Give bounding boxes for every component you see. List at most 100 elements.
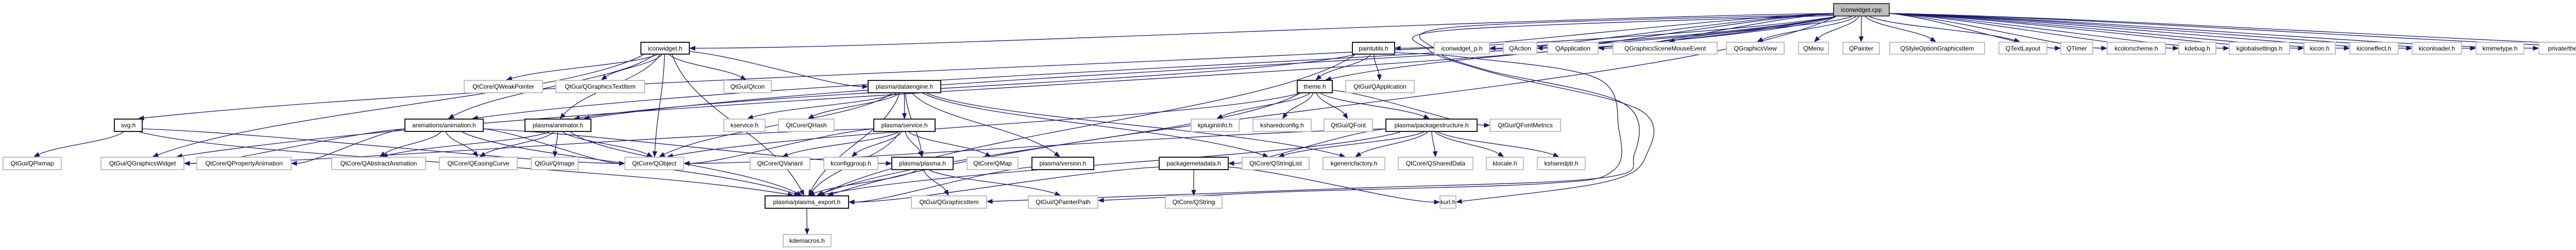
edge-plasma-service-h-to-qtcore-qmap: [908, 131, 987, 155]
node-ksharedptr-h: ksharedptr.h: [1537, 157, 1586, 170]
edge-animations-animation-h-to-qtcore-qabstractanimation: [383, 131, 442, 155]
node-label: iconwidget.cpp: [1841, 6, 1882, 13]
edge-plasma-dataengine-h-to-qtcore-qhash: [812, 93, 900, 117]
node-paintutils-h[interactable]: paintutils.h: [1352, 42, 1395, 55]
edge-plasma-animator-h-to-qtcore-qabstractanimation: [386, 131, 549, 156]
node-label: QtCore/QMap: [973, 160, 1012, 167]
node-kconfiggroup-h: kconfiggroup.h: [823, 157, 878, 170]
node-qtgui-qpixmap: QtGui/QPixmap: [3, 157, 62, 170]
node-label: QtCore/QEasingCurve: [447, 160, 510, 167]
arrowhead-packagemetadata-h-to-plasma-plasma-export-h: [848, 199, 855, 205]
arrowhead-animations-animation-h-to-qtcore-qpropertyanimation: [291, 161, 297, 166]
node-private-themedwidgetinterface-p-h: private/themedwidgetinterface_p.h: [2538, 42, 2576, 55]
node-label: kservice.h: [730, 122, 759, 129]
edge-iconwidget-cpp-to-qtextlayout: [1869, 16, 2015, 41]
node-kcolorscheme-h: kcolorscheme.h: [2107, 42, 2166, 55]
node-label: QtGui/QGraphicsItem: [919, 198, 979, 206]
edge-theme-h-to-kplugininfo-h: [1221, 93, 1310, 117]
arrowhead-iconwidget-cpp-to-qpainter: [1858, 36, 1864, 43]
node-plasma-plasma-h[interactable]: plasma/plasma.h: [891, 157, 954, 170]
edge-svg-h-to-qtgui-qpixmap: [38, 131, 124, 155]
node-qtextlayout: QTextLayout: [1998, 42, 2047, 55]
node-label: QGraphicsView: [1734, 44, 1777, 52]
node-plasma-packagestructure-h[interactable]: plasma/packagestructure.h: [1385, 119, 1478, 132]
node-kiconloader-h: kiconloader.h: [2412, 42, 2462, 55]
node-kurl-h: kurl.h: [1439, 195, 1456, 209]
node-qtcore-qshareddata: QtCore/QSharedData: [1398, 157, 1473, 170]
node-packagemetadata-h[interactable]: packagemetadata.h: [1159, 157, 1229, 170]
node-label: kiconloader.h: [2418, 44, 2455, 52]
node-label: QtCore/QString: [1172, 198, 1215, 206]
arrowhead-plasma-packagestructure-h-to-qtcore-qobject: [683, 161, 690, 166]
edge-plasma-packagestructure-h-to-plasma-plasma-export-h: [823, 131, 1401, 195]
edge-iconwidget-h-to-qtcore-qweakpointer: [511, 54, 657, 79]
edge-plasma-animator-h-to-qtcore-qobject: [562, 131, 649, 155]
node-label: private/themedwidgetinterface_p.h: [2548, 44, 2576, 52]
node-qtgui-qpainterpath: QtGui/QPainterPath: [1028, 195, 1098, 209]
edge-iconwidget-cpp-to-kmimetype-h: [1889, 13, 2471, 49]
node-qtcore-qobject: QtCore/QObject: [624, 157, 684, 170]
node-label: kglobalsettings.h: [2236, 44, 2283, 52]
arrowhead-paintutils-h-to-theme-h: [1315, 74, 1322, 80]
node-qtcore-qpropertyanimation: QtCore/QPropertyAnimation: [196, 157, 292, 170]
edge-plasma-service-h-to-kconfiggroup-h: [855, 131, 902, 154]
arrowhead-plasma-packagestructure-h-to-qtcore-qshareddata: [1432, 151, 1438, 158]
node-label: kplugininfo.h: [1197, 122, 1233, 129]
node-label: svg.h: [121, 122, 136, 129]
node-label: ksharedconfig.h: [1260, 122, 1304, 129]
node-label: QApplication: [1555, 44, 1591, 52]
edge-plasma-plasma-h-to-qtgui-qgraphicsitem: [923, 170, 947, 192]
edge-iconwidget-cpp-to-plasma-animator-h: [588, 16, 1837, 119]
node-iconwidget-p-h: iconwidget_p.h: [1434, 42, 1490, 55]
node-label: QtCore/QVariant: [757, 160, 803, 167]
edge-iconwidget-cpp-to-private-themedwidgetinterface-p-h: [1889, 13, 2534, 49]
arrowhead-iconwidget-cpp-to-qstyleoptiongraphicsitem: [1929, 37, 1937, 42]
edge-animations-animation-h-to-qtcore-qobject: [483, 128, 620, 164]
edge-iconwidget-cpp-to-kiconeffect-h: [1889, 13, 2345, 49]
node-animations-animation-h[interactable]: animations/animation.h: [404, 119, 484, 132]
node-plasma-version-h[interactable]: plasma/version.h: [1031, 157, 1094, 170]
node-label: kiconeffect.h: [2357, 44, 2392, 52]
node-label: kicon.h: [2310, 44, 2330, 52]
node-theme-h[interactable]: theme.h: [1297, 80, 1333, 93]
edge-plasma-service-h-to-qtcore-qvariant: [786, 131, 899, 156]
node-label: QMenu: [1803, 44, 1824, 52]
arrowhead-plasma-packagestructure-h-to-packagemetadata-h: [1228, 161, 1234, 166]
node-svg-h[interactable]: svg.h: [114, 119, 143, 132]
node-kgenericfactory-h: kgenericfactory.h: [1323, 157, 1385, 170]
edge-plasma-animator-h-to-qtcore-qeasingcurve: [483, 131, 554, 155]
arrowhead-packagemetadata-h-to-qtcore-qstring: [1191, 190, 1196, 196]
edge-paintutils-h-to-theme-h: [1319, 54, 1371, 77]
edge-paintutils-h-to-qtgui-qpainterpath: [1103, 52, 1622, 201]
edge-plasma-packagestructure-h-to-kgenericfactory-h: [1359, 131, 1428, 155]
node-label: QStyleOptionGraphicsItem: [1900, 44, 1974, 52]
arrowhead-iconwidget-cpp-to-kurl-h: [1455, 198, 1463, 204]
node-label: QTimer: [2066, 44, 2087, 52]
arrowhead-paintutils-h-to-qtgui-qapplication: [1377, 74, 1382, 81]
node-label: QtGui/QFontMetrics: [1498, 122, 1553, 129]
edge-iconwidget-cpp-to-iconwidget-h: [694, 13, 1834, 49]
node-kdebug-h: kdebug.h: [2178, 42, 2216, 55]
node-label: QtCore/QWeakPointer: [472, 83, 534, 90]
arrowhead-theme-h-to-ksharedconfig-h: [1282, 112, 1288, 120]
node-plasma-service-h[interactable]: plasma/service.h: [873, 119, 936, 132]
node-plasma-plasma-export-h[interactable]: plasma/plasma_export.h: [765, 195, 849, 209]
edge-iconwidget-h-to-qtgui-qgraphicswidget: [157, 54, 644, 156]
node-label: kgenericfactory.h: [1330, 160, 1378, 167]
node-qtcore-qabstractanimation: QtCore/QAbstractAnimation: [331, 157, 426, 170]
node-plasma-animator-h[interactable]: plasma/animator.h: [524, 119, 591, 132]
node-label: kurl.h: [1440, 198, 1456, 206]
node-ksharedconfig-h: ksharedconfig.h: [1252, 119, 1312, 132]
node-label: theme.h: [1303, 83, 1326, 90]
arrowhead-iconwidget-cpp-to-kglobalsettings-h: [2223, 45, 2230, 51]
node-iconwidget-h[interactable]: iconwidget.h: [640, 42, 690, 55]
arrowhead-iconwidget-cpp-to-iconwidget-h: [689, 45, 696, 51]
edge-animations-animation-h-to-qtcore-qpropertyanimation: [296, 128, 405, 164]
node-qaction: QAction: [1503, 42, 1537, 55]
node-plasma-dataengine-h[interactable]: plasma/dataengine.h: [868, 80, 941, 93]
node-qtcore-qstring: QtCore/QString: [1165, 195, 1223, 209]
node-qtcore-qvariant: QtCore/QVariant: [750, 157, 810, 170]
node-qtgui-qfont: QtGui/QFont: [1324, 119, 1373, 132]
node-label: plasma/plasma.h: [899, 160, 946, 167]
